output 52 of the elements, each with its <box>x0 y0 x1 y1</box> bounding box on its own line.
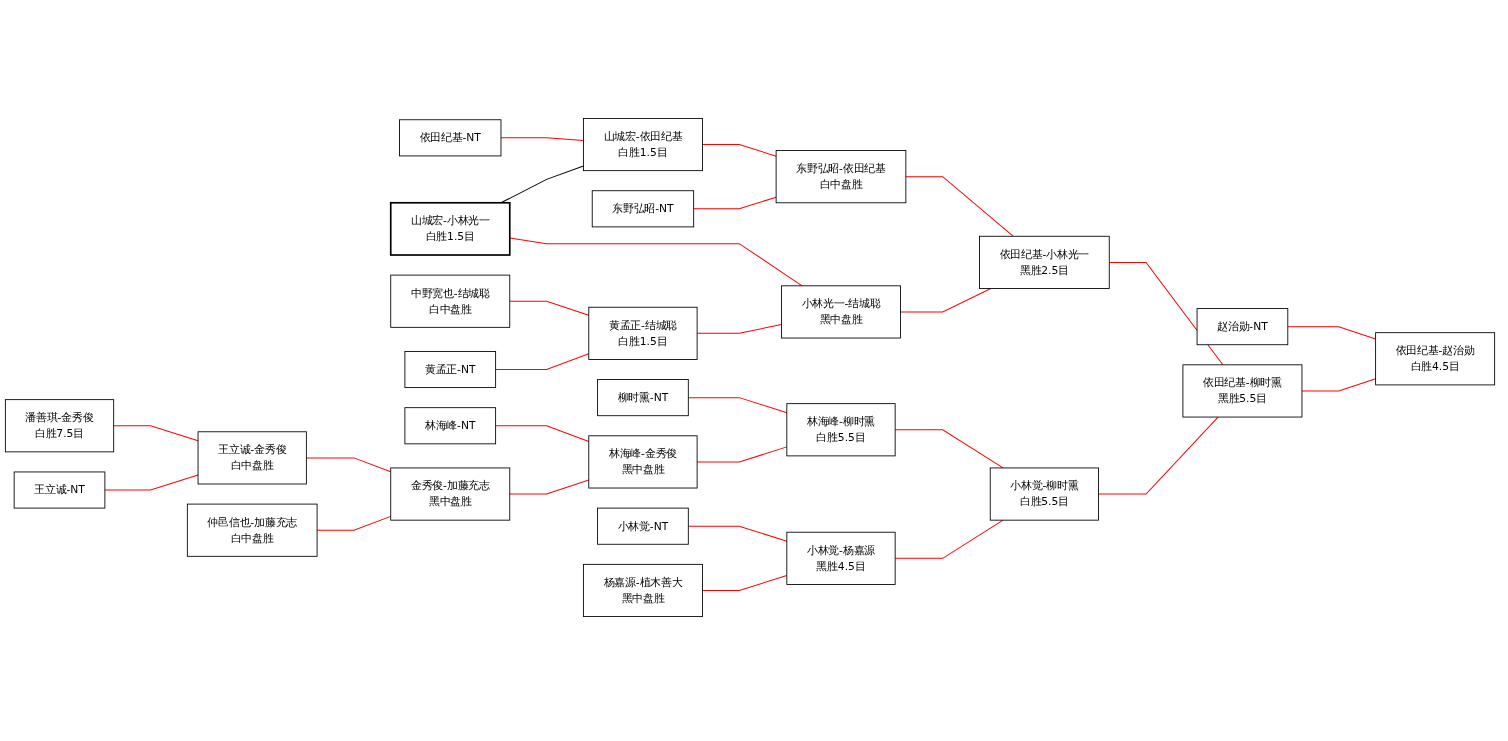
connector <box>316 515 392 531</box>
connector <box>495 425 590 443</box>
connector <box>1108 261 1224 366</box>
node-box: 小林觉-柳时熏 白胜5.5目 <box>989 467 1099 521</box>
node-box: 林海峰-柳时熏 白胜5.5目 <box>786 403 896 457</box>
connector <box>905 176 1014 237</box>
node-box: 杨嘉源-植木善大 黑中盘胜 <box>583 563 703 617</box>
connector <box>900 288 992 313</box>
node-box: 小林觉-NT <box>597 507 689 545</box>
connector <box>687 397 788 414</box>
connector <box>687 525 788 542</box>
connector <box>696 446 788 463</box>
connector <box>894 519 1004 559</box>
connector <box>693 196 777 210</box>
node-box: 林海峰-NT <box>404 407 497 445</box>
node-box: 依田纪基-赵治勋 白胜4.5目 <box>1375 332 1496 386</box>
node-box: 依田纪基-柳时熏 黑胜5.5目 <box>1182 364 1303 418</box>
node-box: 王立诚-NT <box>13 471 106 509</box>
node-box: 小林光一-结城聪 黑中盘胜 <box>781 285 901 339</box>
connector <box>696 323 782 334</box>
node-box: 黄孟正-结城聪 白胜1.5目 <box>588 306 698 360</box>
node-box: 仲邑信也-加藤充志 白中盘胜 <box>186 503 318 557</box>
node-box: 潘善琪-金秀俊 白胜7.5目 <box>4 399 115 453</box>
node-box: 中野宽也-结城聪 白中盘胜 <box>390 274 511 328</box>
node-box: 赵治勋-NT <box>1196 308 1289 346</box>
connector <box>500 165 584 204</box>
connector <box>305 457 392 473</box>
node-box: 山城宏-依田纪基 白胜1.5目 <box>583 118 703 172</box>
connector <box>1098 416 1219 495</box>
node-box: 小林觉-杨嘉源 黑胜4.5目 <box>786 531 896 585</box>
connector <box>701 144 777 157</box>
node-box: 王立诚-金秀俊 白中盘胜 <box>197 431 307 485</box>
node-box: 依田纪基-NT <box>399 119 502 157</box>
connector <box>104 474 199 491</box>
node-box: 黄孟正-NT <box>404 351 497 389</box>
connector <box>509 479 590 495</box>
connector <box>495 353 590 370</box>
connector <box>701 574 788 591</box>
node-box: 东野弘昭-依田纪基 白中盘胜 <box>775 150 907 204</box>
connector <box>509 300 590 316</box>
connector <box>1301 378 1377 392</box>
connector <box>113 425 199 442</box>
node-box: 柳时熏-NT <box>597 379 689 417</box>
connector <box>509 237 803 287</box>
node-box: 山城宏-小林光一 白胜1.5目 <box>389 201 511 256</box>
node-box: 金秀俊-加藤充志 黑中盘胜 <box>390 467 511 521</box>
node-box: 依田纪基-小林光一 黑胜2.5目 <box>979 235 1110 289</box>
node-box: 东野弘昭-NT <box>591 190 695 228</box>
connector <box>500 137 584 141</box>
node-box: 林海峰-金秀俊 黑中盘胜 <box>588 435 698 489</box>
connector <box>894 429 1004 469</box>
connector <box>1287 326 1377 340</box>
